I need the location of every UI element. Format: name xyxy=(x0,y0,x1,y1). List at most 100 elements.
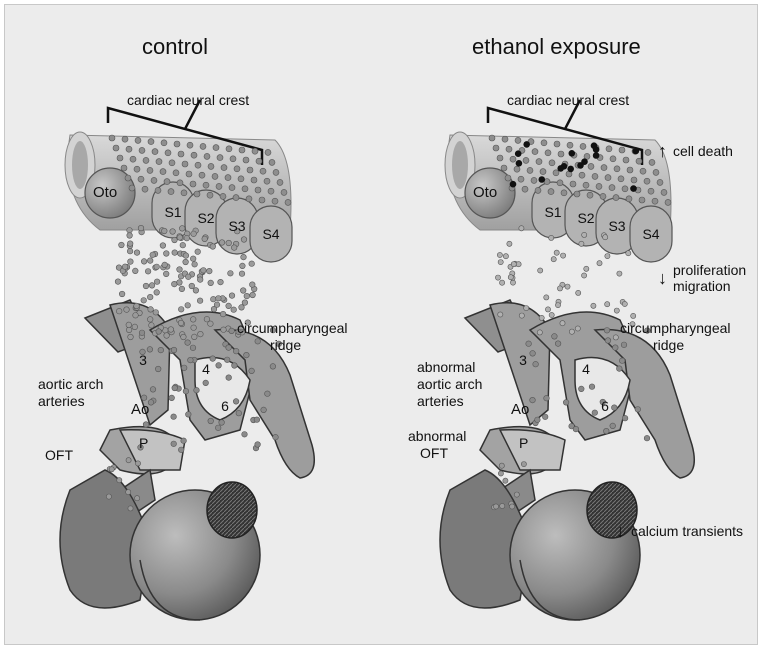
crest-cell xyxy=(121,263,129,270)
crest-cell xyxy=(203,316,210,323)
crest-cell xyxy=(176,266,183,273)
crest-cell xyxy=(583,153,591,160)
crest-cell xyxy=(639,167,647,175)
crest-cell xyxy=(217,279,224,286)
crest-cell xyxy=(587,163,595,170)
crest-cell xyxy=(271,197,279,205)
crest-cell xyxy=(608,184,616,191)
crest-cell xyxy=(131,323,138,331)
crest-cell xyxy=(225,374,232,381)
crest-cell xyxy=(581,231,588,238)
crest-cell xyxy=(177,150,185,158)
neural-crest-cells-ethanol xyxy=(488,134,672,511)
label-s2-ethanol: S2 xyxy=(577,210,595,226)
label-abnormal-aortic-arch: aortic arch xyxy=(417,376,483,392)
crest-cell xyxy=(259,167,267,175)
crest-cell xyxy=(604,253,611,259)
crest-cell xyxy=(626,166,634,174)
crest-cell xyxy=(235,410,242,417)
crest-cell xyxy=(184,339,191,346)
crest-cell xyxy=(118,290,126,298)
crest-cell xyxy=(155,365,162,373)
crest-cell xyxy=(132,312,139,319)
crest-cell xyxy=(194,161,202,169)
crest-cell xyxy=(172,169,180,177)
crest-cell xyxy=(521,185,529,193)
crest-cell xyxy=(556,179,564,187)
crest-cell xyxy=(613,307,620,314)
crest-cell xyxy=(244,319,251,326)
crest-cell xyxy=(569,328,575,335)
crest-cell xyxy=(555,302,561,308)
crest-cell xyxy=(254,186,262,194)
crest-cell xyxy=(496,252,503,258)
crest-cell xyxy=(276,179,284,186)
crest-cell xyxy=(272,169,280,176)
crest-cell xyxy=(502,253,509,260)
label-abnormal-aortic: abnormal xyxy=(417,359,476,375)
crest-cell xyxy=(604,301,611,308)
crest-cell xyxy=(500,164,508,172)
crest-cell xyxy=(187,357,194,364)
crest-cell xyxy=(157,347,164,354)
crest-cell xyxy=(553,249,560,256)
crest-cell xyxy=(243,352,250,359)
crest-cell xyxy=(609,155,617,163)
crest-cell xyxy=(504,174,512,182)
crest-cell xyxy=(268,159,276,166)
crest-cell xyxy=(141,258,148,265)
crest-cell xyxy=(551,333,558,340)
crest-cell xyxy=(154,187,162,194)
label-ao-ethanol: Ao xyxy=(511,401,530,418)
effect-cell-death: ↑ cell death xyxy=(658,141,733,161)
crest-cell xyxy=(171,384,178,392)
crest-cell xyxy=(220,326,227,333)
crest-cell xyxy=(212,144,220,151)
effect-calcium-transients: ↓ calcium transients xyxy=(616,521,744,541)
crest-cell xyxy=(616,365,623,372)
crest-cell xyxy=(600,164,608,171)
crest-cell xyxy=(121,135,129,143)
crest-cell xyxy=(215,424,222,431)
crest-cell xyxy=(573,190,581,198)
crest-cell xyxy=(621,415,629,422)
crest-cell xyxy=(562,399,570,406)
label-proliferation: proliferation xyxy=(673,262,747,278)
crest-cell xyxy=(147,257,154,264)
crest-cell xyxy=(275,340,282,347)
crest-cell xyxy=(619,357,626,364)
crest-cell xyxy=(575,289,582,296)
crest-cell xyxy=(182,388,189,395)
crest-cell xyxy=(125,321,132,329)
crest-cell xyxy=(572,426,580,433)
crest-cell xyxy=(189,180,197,188)
crest-cell xyxy=(513,491,520,498)
crest-cell xyxy=(578,171,586,179)
crest-cell xyxy=(545,306,551,313)
crest-cell xyxy=(258,196,266,204)
crest-cell xyxy=(189,344,197,351)
crest-cell xyxy=(586,191,594,199)
crest-cell xyxy=(581,272,587,279)
crest-cell xyxy=(200,267,207,274)
crest-cell xyxy=(535,158,543,165)
crest-cell xyxy=(578,240,585,247)
crest-cell xyxy=(159,242,166,249)
dying-cell xyxy=(630,185,637,192)
crest-cell xyxy=(220,311,227,318)
crest-cell xyxy=(644,327,651,334)
crest-cell xyxy=(492,144,500,152)
crest-cell xyxy=(108,466,115,473)
crest-cell xyxy=(209,243,216,250)
label-arteries: arteries xyxy=(38,393,85,409)
crest-cell xyxy=(142,421,150,428)
crest-cell xyxy=(233,398,240,405)
crest-cell xyxy=(202,379,209,387)
crest-cell xyxy=(525,340,532,347)
crest-cell xyxy=(232,194,240,201)
crest-cell xyxy=(210,306,218,313)
crest-cell xyxy=(213,301,221,308)
crest-cell xyxy=(127,248,134,255)
crest-cell xyxy=(159,168,167,175)
